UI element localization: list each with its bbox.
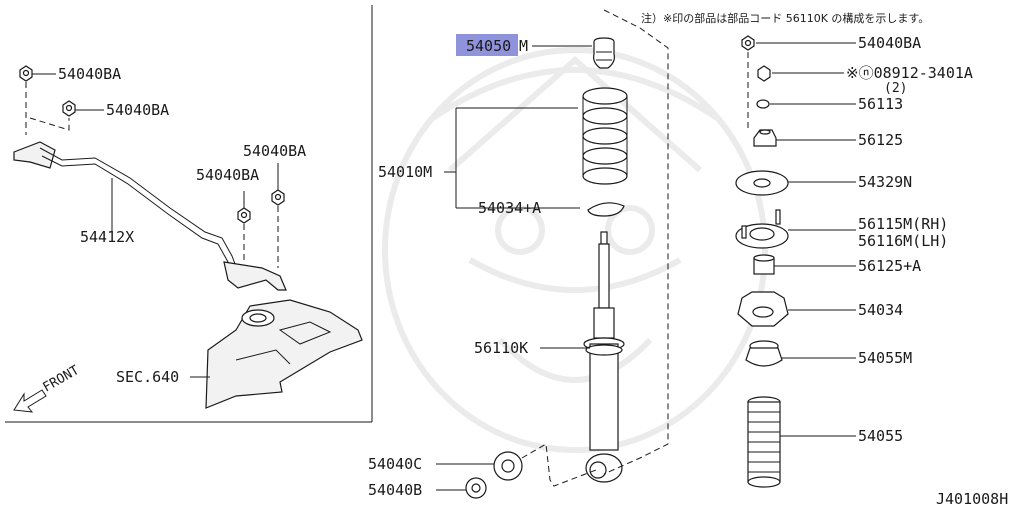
label-sec640: SEC.640 [116, 368, 179, 386]
label-54040b: 54040B [368, 481, 422, 499]
body-section-sec640[interactable]: SEC.640 [116, 299, 363, 409]
nut-08912-3401a[interactable]: ※ⓝ08912-3401A (2) [757, 64, 973, 96]
label-54055m: 54055M [858, 349, 912, 367]
bushing-56125[interactable]: 56125 [753, 129, 903, 149]
label-nut-special: ※ⓝ08912-3401A [846, 64, 973, 82]
watermark-emblem [382, 47, 768, 453]
label-54412x: 54412X [80, 228, 134, 246]
coil-spring-54010m[interactable]: 54010M [378, 87, 628, 209]
stabilizer-bar-54412x[interactable]: 54412X [13, 141, 287, 291]
label-top-nut: 54040BA [858, 34, 921, 52]
label-54040ba-1: 54040BA [58, 65, 121, 83]
spring-seat-54034a[interactable]: 54034+A [478, 199, 625, 217]
highlight-suffix: M [519, 37, 528, 55]
seat-54034[interactable]: 54034 [737, 291, 903, 327]
stabilizer-panel: 54040BA 54040BA 54412X 54040BA [5, 5, 373, 423]
guide-line [29, 117, 70, 131]
label-54034a: 54034+A [478, 199, 541, 217]
label-56125: 56125 [858, 131, 903, 149]
label-56110k: 56110K [474, 339, 528, 357]
label-54034: 54034 [858, 301, 903, 319]
highlight-text: 54050 [466, 37, 511, 55]
label-54010m: 54010M [378, 163, 432, 181]
label-54040c: 54040C [368, 455, 422, 473]
nut-54040ba-4[interactable]: 54040BA [243, 142, 306, 206]
bolt-54040b[interactable]: 54040B [368, 477, 487, 499]
bumper-54055m[interactable]: 54055M [745, 340, 912, 367]
bump-stop-54050m[interactable]: 54050 M [456, 34, 615, 69]
washer-56113[interactable]: 56113 [756, 95, 903, 113]
label-56125a: 56125+A [858, 257, 921, 275]
bushing-54040c[interactable]: 54040C [368, 451, 523, 481]
label-54040ba-2: 54040BA [106, 101, 169, 119]
group-outline [603, 9, 669, 475]
nut-54040ba-2[interactable]: 54040BA [62, 100, 169, 119]
guide-line [521, 443, 597, 487]
label-nut-special-qty: (2) [884, 81, 907, 96]
label-54040ba-4: 54040BA [243, 142, 306, 160]
top-nut-54040ba[interactable]: 54040BA [741, 34, 921, 52]
label-56116m: 56116M(LH) [858, 232, 948, 250]
mount-56115m-56116m[interactable]: 56115M(RH) 56116M(LH) [735, 209, 948, 250]
nut-54040ba-1[interactable]: 54040BA [19, 65, 121, 83]
front-arrow-indicator: FRONT [13, 363, 83, 413]
plate-54329n[interactable]: 54329N [735, 170, 912, 196]
shock-absorber-56110k[interactable]: 56110K [474, 231, 625, 483]
bushing-56125a[interactable]: 56125+A [753, 254, 921, 275]
label-56115m: 56115M(RH) [858, 215, 948, 233]
front-label: FRONT [41, 363, 83, 396]
boot-54055[interactable]: 54055 [747, 396, 903, 488]
diagram-code: J401008H [936, 490, 1008, 508]
label-54329n: 54329N [858, 173, 912, 191]
label-54040ba-3: 54040BA [196, 166, 259, 184]
nut-54040ba-3[interactable]: 54040BA [196, 166, 259, 224]
highlight-box [456, 34, 518, 56]
label-54055: 54055 [858, 427, 903, 445]
note-text: 注）※印の部品は部品コード 56110K の構成を示します。 [641, 11, 929, 25]
label-56113: 56113 [858, 95, 903, 113]
